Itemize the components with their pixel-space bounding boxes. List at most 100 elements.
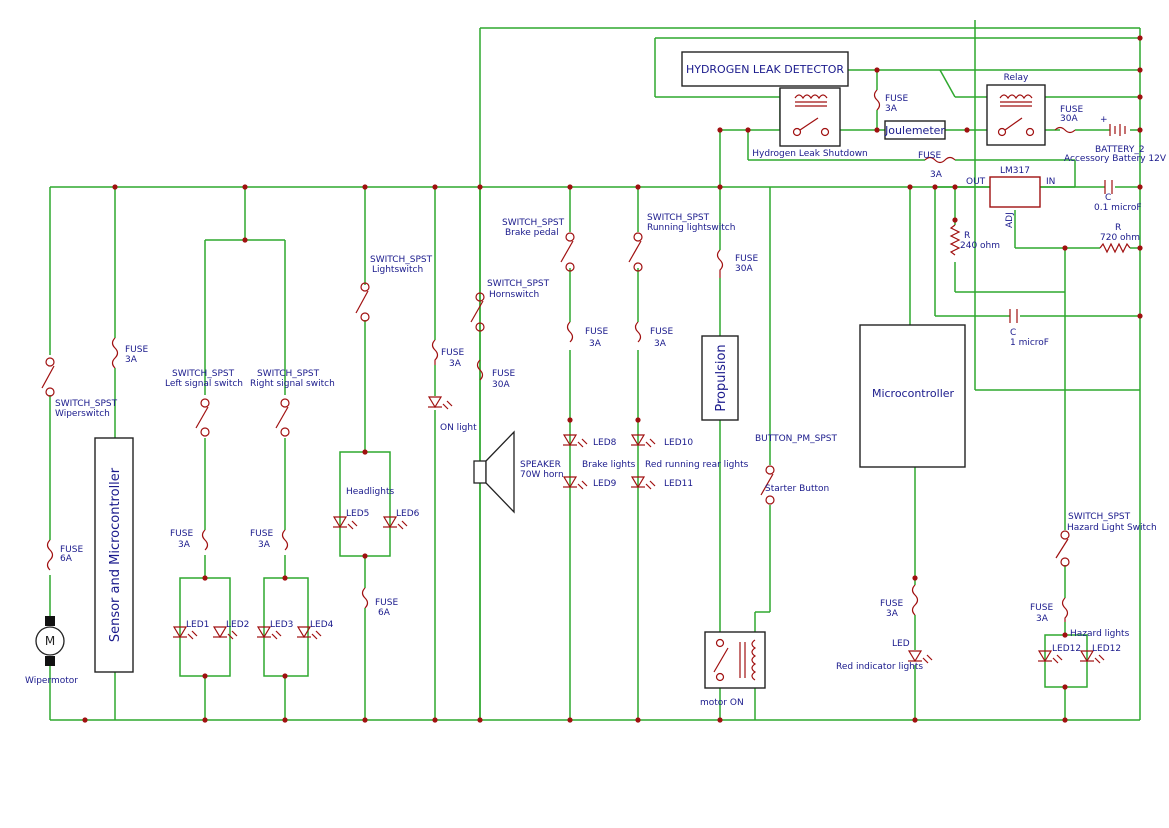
running-light-switch: SWITCH_SPST Running lightswitch <box>628 213 735 272</box>
propulsion-block: Propulsion <box>701 335 739 421</box>
fuse-right: FUSE 3A <box>250 529 289 551</box>
switch-label: Running lightswitch <box>647 223 735 233</box>
button-type: BUTTON_PM_SPST <box>755 434 837 444</box>
motor-label: Wipermotor <box>25 676 78 686</box>
battery-desc: Accessory Battery 12V <box>1064 154 1167 164</box>
fuse-value: 3A <box>589 339 602 349</box>
fuse-hazard: FUSE 3A <box>1030 597 1069 624</box>
fuse-value: 6A <box>378 608 391 618</box>
led-label: LED3 <box>270 620 293 630</box>
fuse-value: 3A <box>1036 614 1049 624</box>
lm317-out: OUT <box>966 177 986 187</box>
lm317-label: LM317 <box>1000 166 1030 176</box>
motor-on-relay: motor ON <box>700 631 766 708</box>
fuse-value: 3A <box>125 355 138 365</box>
cap-value: 0.1 microF <box>1094 203 1142 213</box>
fuse-label: FUSE <box>885 94 908 104</box>
wiper-motor: M Wipermotor <box>25 616 78 686</box>
lm317-adj: ADJ <box>1005 212 1015 228</box>
motor-symbol: M <box>45 634 55 648</box>
led-label: ON light <box>440 423 477 433</box>
hld-shutdown-relay: Hydrogen Leak Shutdown <box>752 87 868 159</box>
fuse-label: FUSE <box>441 348 464 358</box>
hazard-label: Hazard lights <box>1070 629 1130 639</box>
capacitor-1: C 1 microF <box>1009 309 1049 348</box>
relay: Relay <box>986 73 1046 146</box>
junctions <box>82 35 1143 723</box>
sensor-mc-label: Sensor and Microcontroller <box>108 467 123 642</box>
left-signal-switch: SWITCH_SPST Left signal switch <box>165 369 243 437</box>
speaker-desc: 70W horn <box>520 470 564 480</box>
switch-type: SWITCH_SPST <box>502 218 565 228</box>
wires <box>49 20 1141 721</box>
fuse-running: FUSE 3A <box>634 321 673 349</box>
fuse-label: FUSE <box>492 369 515 379</box>
fuse-value: 3A <box>886 609 899 619</box>
switch-type: SWITCH_SPST <box>257 369 320 379</box>
hld-shutdown-label: Hydrogen Leak Shutdown <box>752 149 868 159</box>
led-label: LED12 <box>1092 644 1121 654</box>
lm317-in: IN <box>1046 177 1055 187</box>
fuse-label: FUSE <box>735 254 758 264</box>
fuse-left: FUSE 3A <box>170 529 209 551</box>
led-label: LED4 <box>310 620 334 630</box>
wiper-switch: SWITCH_SPST Wiperswitch <box>41 357 118 419</box>
fuse-value: 30A <box>1060 114 1078 124</box>
fuse-value: 3A <box>258 540 271 550</box>
sensor-microcontroller: Sensor and Microcontroller <box>94 437 134 673</box>
right-signal-switch: SWITCH_SPST Right signal switch <box>250 369 335 437</box>
hazard-switch: SWITCH_SPST Hazard Light Switch <box>1055 512 1157 567</box>
on-light-led: ON light <box>427 396 477 433</box>
switch-label: Hazard Light Switch <box>1067 523 1157 533</box>
led-label: LED10 <box>664 438 693 448</box>
fuse-on-light: FUSE 3A <box>431 339 464 369</box>
fuse-brake: FUSE 3A <box>566 321 608 349</box>
horn-switch: SWITCH_SPST Hornswitch <box>470 279 550 332</box>
switch-type: SWITCH_SPST <box>487 279 550 289</box>
battery: + BATTERY_2 Accessory Battery 12V <box>1064 115 1167 164</box>
res-label: R <box>1115 223 1121 233</box>
speaker: SPEAKER 70W horn <box>473 430 564 514</box>
fuse-label: FUSE <box>880 599 903 609</box>
capacitor-0-1: C 0.1 microF <box>1094 180 1142 213</box>
switch-label: Brake pedal <box>505 228 559 238</box>
led-label: LED9 <box>593 479 617 489</box>
fuse-regulator: FUSE 3A <box>918 151 956 180</box>
fuse-value: 6A <box>60 554 73 564</box>
res-value: 240 ohm <box>960 241 1000 251</box>
fuse-label: FUSE <box>1060 105 1083 115</box>
brake-lights-label: Brake lights <box>582 460 636 470</box>
battery-name: BATTERY_2 <box>1095 145 1145 155</box>
cap-label: C <box>1105 193 1111 203</box>
indicator-label: Red indicator lights <box>836 662 923 672</box>
led3: LED3 <box>256 620 293 640</box>
switch-label: Wiperswitch <box>55 409 110 419</box>
cap-value: 1 microF <box>1010 338 1049 348</box>
led-label: LED2 <box>226 620 249 630</box>
fuse-value: 3A <box>178 540 191 550</box>
fuse-label: FUSE <box>170 529 193 539</box>
running-lights-label: Red running rear lights <box>645 460 749 470</box>
led1: LED1 <box>172 620 209 640</box>
fuse-label: FUSE <box>125 345 148 355</box>
fuse-horn: FUSE 30A <box>476 359 515 390</box>
motor-on-label: motor ON <box>700 698 744 708</box>
fuse-value: 3A <box>654 339 667 349</box>
fuse-label: FUSE <box>250 529 273 539</box>
fuse-hld: FUSE 3A <box>873 89 908 114</box>
speaker-label: SPEAKER <box>520 460 561 470</box>
hld-title: HYDROGEN LEAK DETECTOR <box>686 63 844 76</box>
button-label: Starter Button <box>765 484 829 494</box>
starter-button: BUTTON_PM_SPST Starter Button <box>755 434 837 505</box>
switch-label: Right signal switch <box>250 379 335 389</box>
switch-type: SWITCH_SPST <box>370 255 433 265</box>
microcontroller: Microcontroller <box>859 324 966 468</box>
fuse-propulsion: FUSE 30A <box>716 249 758 278</box>
led-label: LED12 <box>1052 644 1081 654</box>
switch-type: SWITCH_SPST <box>172 369 235 379</box>
led4: LED4 <box>296 620 334 640</box>
led-label: LED5 <box>346 509 369 519</box>
propulsion-label: Propulsion <box>714 344 729 411</box>
fuse-label: FUSE <box>918 151 941 161</box>
